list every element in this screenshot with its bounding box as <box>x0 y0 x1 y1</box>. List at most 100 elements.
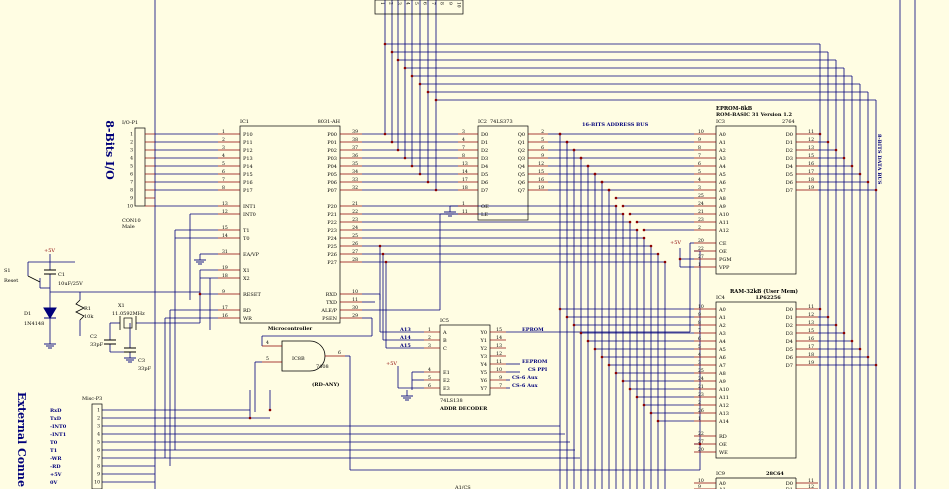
junction-dot <box>628 387 632 391</box>
pin-name: Y3 <box>480 354 487 360</box>
pin-name: LE <box>481 212 488 218</box>
junction-dot <box>403 66 407 70</box>
pin-name: WR <box>243 316 252 322</box>
d1-ref: D1 <box>24 311 31 317</box>
pin-name: P20 <box>327 204 337 210</box>
pin-number: 5 <box>428 375 431 381</box>
pin-number: 13 <box>462 161 468 167</box>
misc-conn-pin: 8 <box>97 464 100 470</box>
decoder-out-aux1: CS-6 Aux <box>512 375 539 381</box>
pin-number: 26 <box>352 241 358 247</box>
top-conn-pin: 4 <box>405 2 410 5</box>
pin-number: 5 <box>222 161 225 167</box>
pin-number: 24 <box>698 201 704 207</box>
junction-dot <box>418 82 422 86</box>
junction-dot <box>850 339 854 343</box>
misc-conn-pin: 1 <box>97 408 100 414</box>
misc-conn-pin: 3 <box>97 424 100 430</box>
junction-dot <box>198 292 202 296</box>
pin-number: 10 <box>496 367 502 373</box>
junction-dot <box>635 228 639 232</box>
pin-number: 30 <box>352 305 358 311</box>
pin-number: 16 <box>808 336 814 342</box>
pin-number: 9 <box>698 137 701 143</box>
pin-number: 23 <box>698 217 704 223</box>
pin-name: OE <box>719 442 727 448</box>
junction-dot <box>842 331 846 335</box>
pin-name: P17 <box>243 188 253 194</box>
pin-number: 8 <box>698 320 701 326</box>
pin-name: D5 <box>481 172 488 178</box>
pin-name: A2 <box>718 148 726 154</box>
pin-name: D0 <box>786 132 793 138</box>
pin-number: 5 <box>698 344 701 350</box>
pin-name: Q7 <box>518 188 525 194</box>
junction-dot <box>434 188 438 192</box>
pin-name: Q5 <box>518 172 525 178</box>
and-gate <box>281 340 326 372</box>
junction-dot <box>572 323 576 327</box>
junction-dot <box>621 204 625 208</box>
pin-name: RESET <box>243 292 261 298</box>
pin-name: D3 <box>786 156 793 162</box>
junction-dot <box>874 188 878 192</box>
pin-number: 27 <box>698 254 704 260</box>
pin-name: A8 <box>718 196 726 202</box>
junction-dot <box>383 42 387 46</box>
junction-dot <box>586 164 590 168</box>
pin-name: A5 <box>718 172 726 178</box>
pin-name: OE <box>719 249 727 255</box>
ic5-body <box>439 324 491 396</box>
c3-value: 33pF <box>138 366 152 372</box>
junction-dot <box>874 363 878 367</box>
pin-name: Q0 <box>518 132 525 138</box>
pin-name: E1 <box>443 370 450 376</box>
pin-number: 2 <box>698 400 701 406</box>
pin-number: 13 <box>496 343 502 349</box>
pin-name: P06 <box>327 180 337 186</box>
pin-number: 3 <box>698 360 701 366</box>
pin-name: A2 <box>718 323 726 329</box>
pin-name: D2 <box>481 148 488 154</box>
pin-number: 16 <box>222 313 228 319</box>
misc-conn-signal: T1 <box>50 448 57 454</box>
pin-name: A1 <box>718 140 726 146</box>
pin-number: 6 <box>698 161 701 167</box>
pin-name: D2 <box>786 323 793 329</box>
pin-number: 37 <box>352 145 358 151</box>
pin-name: E3 <box>443 386 450 392</box>
ic5-ref: IC5 <box>440 318 449 324</box>
top-conn-pin: 5 <box>413 2 418 5</box>
pin-name: D1 <box>786 487 793 489</box>
pin-name: A0 <box>718 481 726 487</box>
pin-number: 15 <box>808 328 814 334</box>
junction-dot <box>434 98 438 102</box>
junction-dot <box>614 204 618 208</box>
pin-number: 2 <box>698 225 701 231</box>
pin-number: 12 <box>808 312 814 318</box>
junction-dot <box>410 164 414 168</box>
bottom-label: A1/CS <box>454 485 471 489</box>
pin-name: A10 <box>718 387 729 393</box>
pin-number: 25 <box>698 368 704 374</box>
pin-number: 4 <box>428 367 431 373</box>
pin-name: A0 <box>718 307 726 313</box>
pin-number: 8 <box>698 145 701 151</box>
misc-conn-signal: -WR <box>50 456 62 462</box>
pin-name: P12 <box>243 148 253 154</box>
pin-number: 12 <box>222 209 228 215</box>
junction-dot <box>826 315 830 319</box>
pin-name: INT0 <box>243 212 256 218</box>
pin-number: 10 <box>698 304 704 310</box>
pin-name: EA/VP <box>243 252 260 258</box>
pin-number: 19 <box>222 265 228 271</box>
ic3-part: 2764 <box>782 119 795 125</box>
pin-name: P11 <box>243 140 253 146</box>
x1-value: 11.0592MHz <box>112 311 145 317</box>
pin-name: Y6 <box>480 378 487 384</box>
junction-dot <box>649 244 653 248</box>
pin-name: A8 <box>718 371 726 377</box>
pin-number: 33 <box>352 177 358 183</box>
pin-name: P26 <box>327 252 337 258</box>
pin-name: Q6 <box>518 180 525 186</box>
